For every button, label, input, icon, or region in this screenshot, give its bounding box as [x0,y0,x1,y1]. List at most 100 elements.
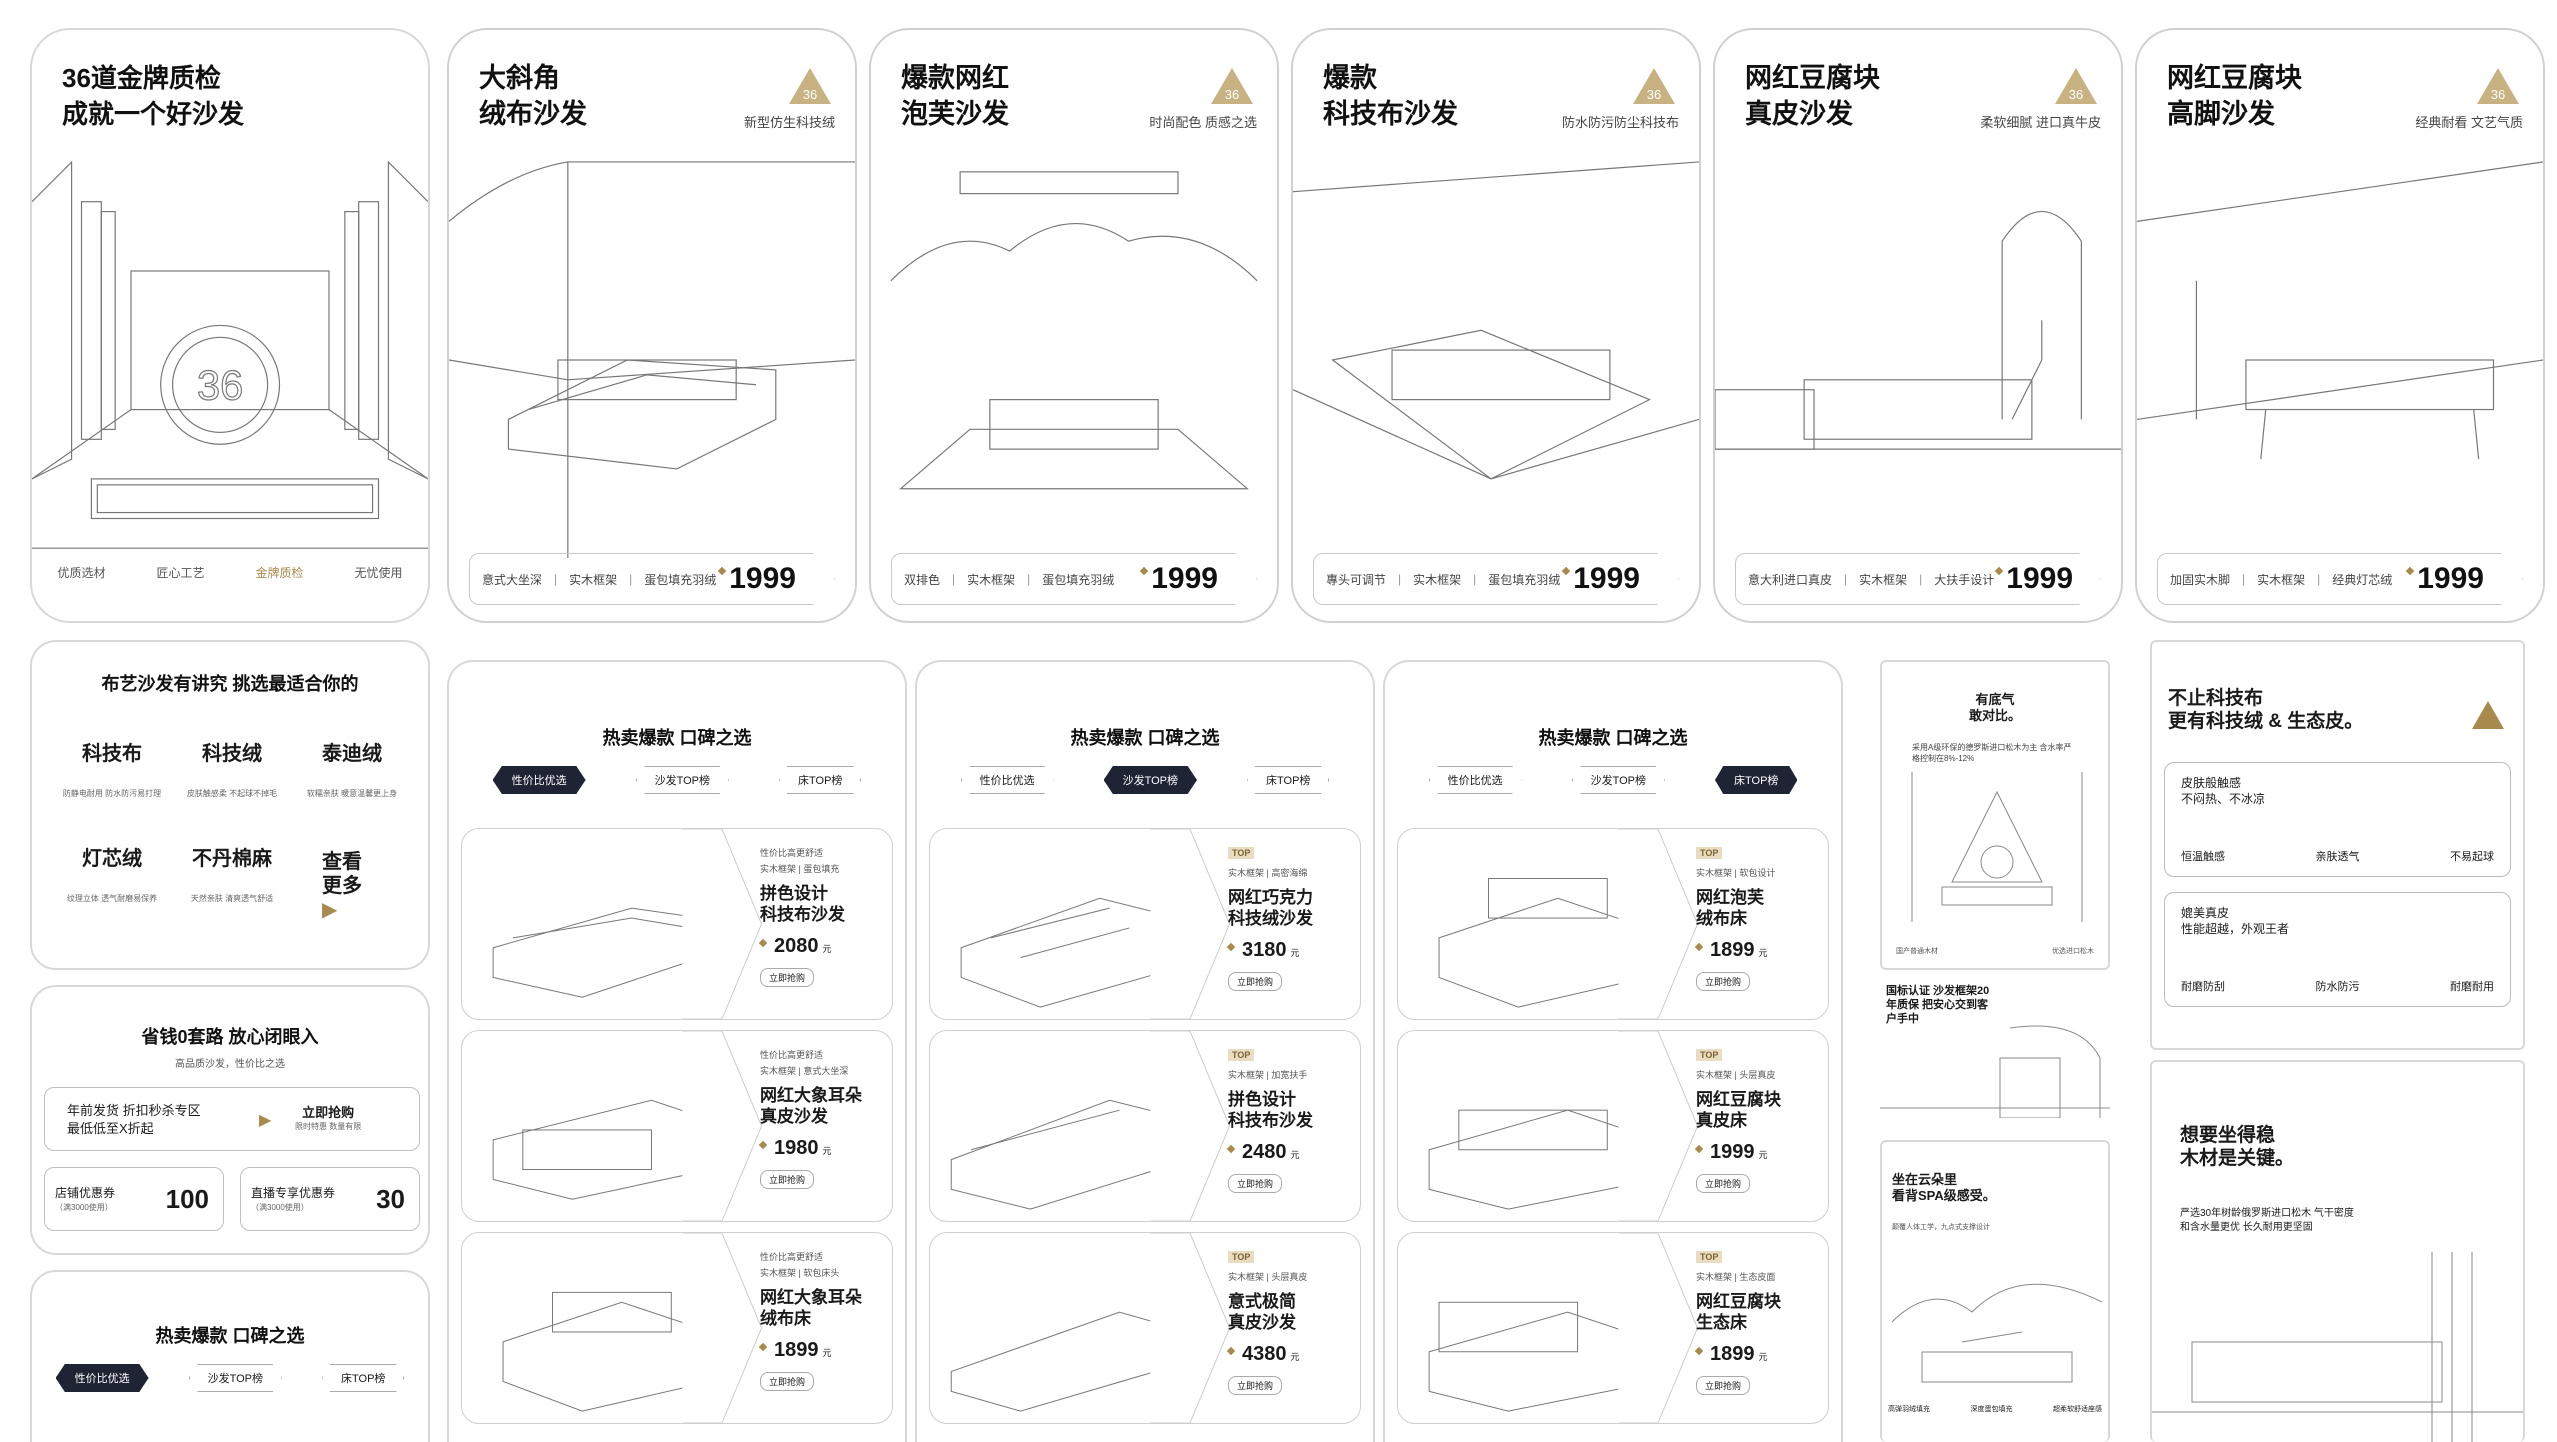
tab-bed-top[interactable]: 床TOP榜 [1247,766,1330,794]
tab-bed-top[interactable]: 床TOP榜 [322,1364,405,1392]
hero-card-1[interactable]: 大斜角绒布沙发 36 新型仿生科技绒 意式大坐深| 实木框架| 蛋包填充羽绒 1… [447,28,857,623]
tab-sofa-top[interactable]: 沙发TOP榜 [188,1364,282,1392]
tab-value-pick[interactable]: 性价比优选 [492,766,586,794]
promo-card: 省钱0套路 放心闭眼入 高品质沙发，性价比之选 年前发货 折扣秒杀专区最低低至X… [30,985,430,1255]
feature-label: 无忧使用 [354,566,403,580]
buy-now-button[interactable]: 立即抢购 [1228,1174,1283,1193]
store-coupon[interactable]: 店铺优惠券 （满3000使用） 100 [44,1167,224,1231]
hero-card-title: 爆款科技布沙发 [1323,63,1458,129]
feature-heading: 皮肤般触感不闷热、不冰凉 [2181,776,2266,806]
hero-card-2[interactable]: 爆款网红泡芙沙发 36 时尚配色 质感之选 双排色| 实木框架| 蛋包填充羽绒 … [869,28,1279,623]
feature-label: 优质选材 [57,566,106,580]
certification-title: 国标认证 沙发框架20年质保 把安心交到客户手中 [1886,985,1990,1025]
top-badge: TOP [1228,847,1255,859]
compare-title: 有底气敢对比。 [1968,692,2021,723]
hero-card-title: 网红豆腐块高脚沙发 [2167,63,2302,129]
hero-card-title: 网红豆腐块真皮沙发 [1745,63,1880,129]
coupon-value: 100 [165,1184,209,1214]
hero-features: 优质选材 匠心工艺 金牌质检 无忧使用 [32,564,428,581]
hero-card-title: 大斜角绒布沙发 [479,63,587,129]
wood-text: 严选30年树龄俄罗斯进口松木 气干密度和含水量更优 长久耐用更坚固 [2180,1208,2354,1233]
flash-sale-banner[interactable]: 年前发货 折扣秒杀专区最低低至X折起 ▶ 立即抢购限时特惠 数量有限 [44,1087,420,1151]
wood-title: 想要坐得稳木材是关键。 [2180,1125,2295,1169]
hero-card-subtitle: 柔软细腻 进口真牛皮 [1980,115,2101,130]
product-name: 网红大象耳朵绒布床 [760,1288,862,1328]
feature-label: 高弹羽绒填充 [1888,1406,1930,1413]
sofa-scene-illustration [890,171,1258,490]
hero-card-subtitle: 时尚配色 质感之选 [1149,115,1257,130]
hero-card-3[interactable]: 爆款科技布沙发 36 防水防污防尘科技布 專头可调节| 实木框架| 蛋包填充羽绒… [1291,28,1701,623]
buy-now-button[interactable]: 立即抢购 [760,968,815,987]
buy-now-button[interactable]: 立即抢购 [1228,972,1283,991]
top-badge: TOP [1228,1251,1255,1263]
fabric-item[interactable]: 科技绒皮肤触感柔 不起球不掉毛 [186,743,278,798]
sofa-scene-illustration [2137,161,2543,460]
gallery-scene-illustration: 36 [32,160,428,549]
play-arrow-icon: ▶ [322,899,338,921]
buy-now-button[interactable]: 立即抢购 [760,1372,815,1391]
play-arrow-icon: ▶ [259,1112,272,1129]
feature-label: 超柔软舒适座感 [2053,1406,2102,1413]
product-name: 网红豆腐块生态床 [1696,1292,1781,1332]
tab-bed-top[interactable]: 床TOP榜 [1715,766,1798,794]
product-name: 网红巧克力科技绒沙发 [1228,888,1313,928]
hot-sale-list-1: 热卖爆款 口碑之选 性价比优选 沙发TOP榜 床TOP榜 性价比高更舒适实木框架… [447,660,907,1442]
person-on-sofa-illustration [1892,1283,2102,1383]
hero-card-5[interactable]: 网红豆腐块高脚沙发 36 经典耐看 文艺气质 加固实木脚| 实木框架| 经典灯芯… [2135,28,2545,623]
live-coupon[interactable]: 直播专享优惠券 （满3000使用） 30 [240,1167,420,1231]
feature-heading: 媲美真皮性能超越，外观王者 [2181,906,2290,936]
product-name: 拼色设计科技布沙发 [760,884,845,924]
brand-logo-icon: 36 [2477,68,2519,104]
fabric-item[interactable]: 灯芯绒纹理立体 透气耐磨易保养 [66,848,158,903]
hero-price-bar: 加固实木脚| 实木框架| 经典灯芯绒 1999 [2157,553,2523,605]
top-badge: TOP [1228,1049,1255,1061]
tech-velvet-feature: 皮肤般触感不闷热、不冰凉 恒温触感 亲肤透气 不易起球 [2164,762,2511,877]
buy-now-button[interactable]: 立即抢购限时特惠 数量有限 [295,1105,362,1131]
tab-value-pick[interactable]: 性价比优选 [55,1364,149,1392]
tab-sofa-top[interactable]: 沙发TOP榜 [1103,766,1197,794]
buy-now-button[interactable]: 立即抢购 [1696,972,1751,991]
product-name: 网红大象耳朵真皮沙发 [760,1086,862,1126]
view-more-button[interactable]: 查看更多▶ [322,851,362,921]
tab-sofa-top[interactable]: 沙发TOP榜 [1571,766,1665,794]
comfort-title: 坐在云朵里看背SPA级感受。 [1892,1172,1996,1203]
cloud-comfort-card: 坐在云朵里看背SPA级感受。 颠覆人体工学，九点式支撑设计 高弹羽绒填充 深度蛋… [1880,1140,2110,1442]
fabric-item[interactable]: 科技布防静电耐用 防水防污易打理 [62,743,162,798]
logo-pedestal-illustration [1911,772,2083,922]
fabric-item[interactable]: 泰迪绒软糯亲肤 暖意温馨更上身 [306,743,398,798]
feature-label: 亲肤透气 [2315,851,2360,863]
tab-sofa-top[interactable]: 沙发TOP榜 [635,766,729,794]
top-badge: TOP [1696,847,1723,859]
buy-now-button[interactable]: 立即抢购 [1696,1376,1751,1395]
fabric-item[interactable]: 不丹棉麻天然亲肤 清爽透气舒适 [190,848,274,903]
product-name: 拼色设计科技布沙发 [1228,1090,1313,1130]
buy-now-button[interactable]: 立即抢购 [1696,1174,1751,1193]
top-badge: TOP [1696,1251,1723,1263]
tab-bed-top[interactable]: 床TOP榜 [779,766,862,794]
buy-now-button[interactable]: 立即抢购 [1228,1376,1283,1395]
hero-quality-card: 36道金牌质检成就一个好沙发 36 优质选材 匠心工艺 金牌质检 无忧使用 [30,28,430,623]
tab-value-pick[interactable]: 性价比优选 [1428,766,1522,794]
wood-compare-card: 有底气敢对比。 采用A级环保的德罗斯进口松木为主 含水率严格控制在8%-12% … [1880,660,2110,970]
hero-card-subtitle: 新型仿生科技绒 [743,115,835,130]
caption: 优选进口松木 [2052,948,2094,955]
buy-now-button[interactable]: 立即抢购 [760,1170,815,1189]
hot-sale-title: 热卖爆款 口碑之选 [155,1326,305,1346]
hero-card-4[interactable]: 网红豆腐块真皮沙发 36 柔软细腻 进口真牛皮 意大利进口真皮| 实木框架| 大… [1713,28,2123,623]
tab-value-pick[interactable]: 性价比优选 [960,766,1054,794]
